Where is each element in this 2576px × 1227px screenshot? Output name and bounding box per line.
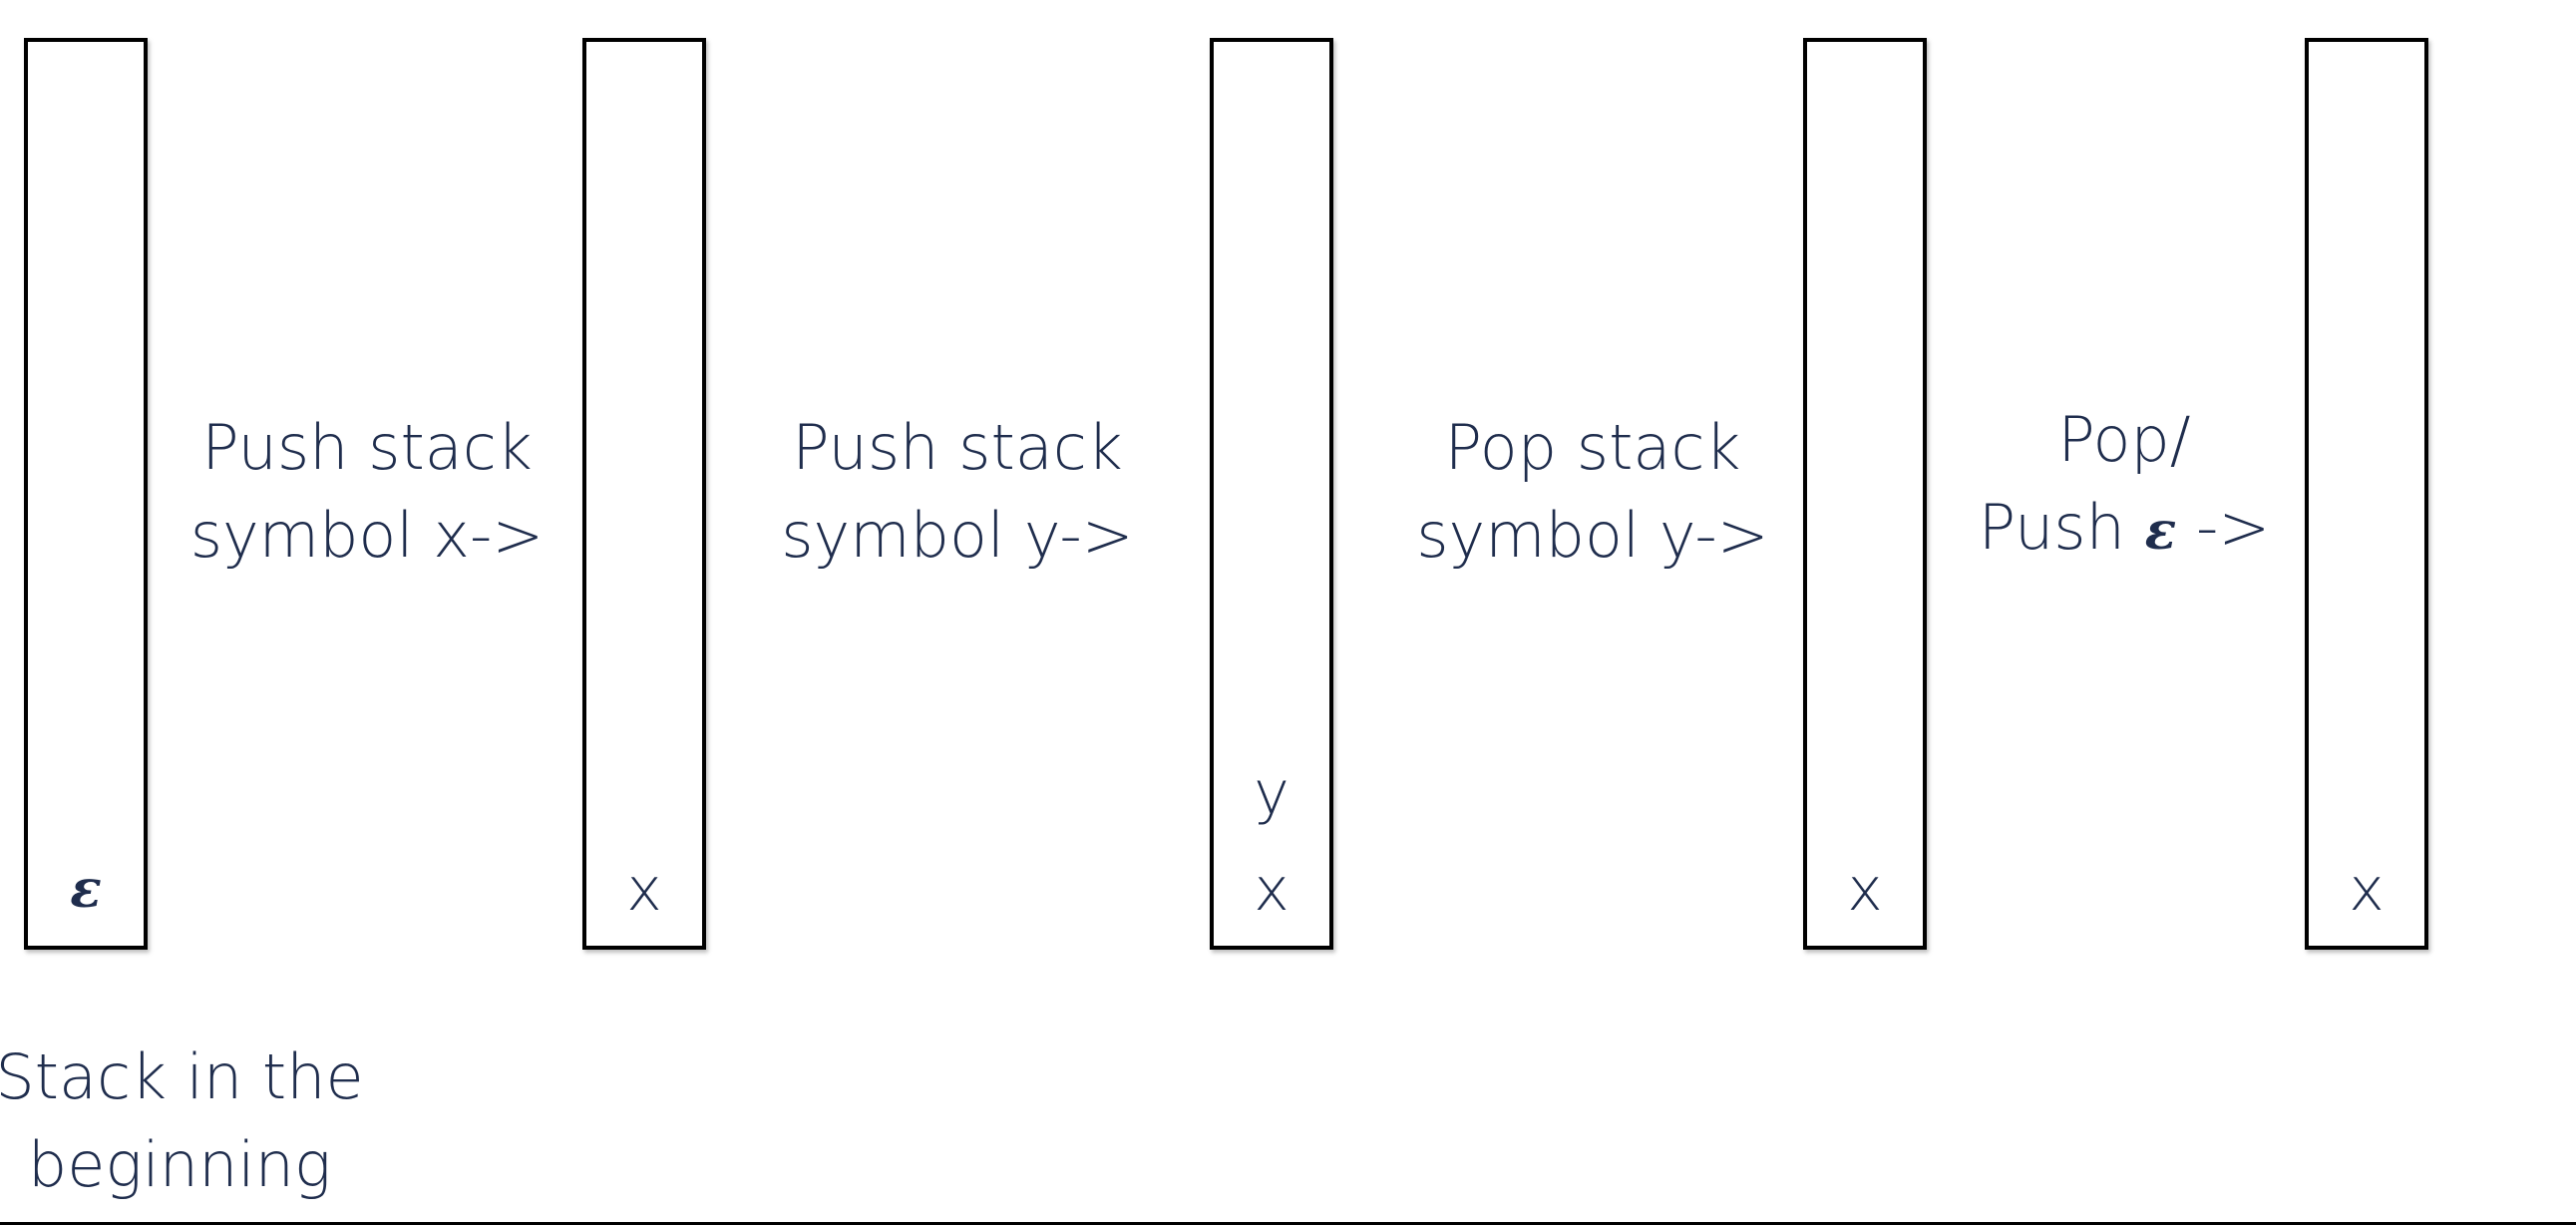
stack-symbol-x: x xyxy=(1847,855,1883,925)
stack-symbol-epsilon: ε xyxy=(70,859,102,920)
label-line: symbol y-> xyxy=(781,499,1134,572)
stack-symbol-x: x xyxy=(1254,855,1289,925)
label-line: symbol x-> xyxy=(189,499,545,572)
bottom-divider xyxy=(0,1222,2576,1225)
label-line: Pop stack xyxy=(1444,411,1741,484)
transition-label-pop-y: Pop stack symbol y-> xyxy=(1408,404,1777,580)
stack-after-push-y: y x xyxy=(1210,38,1333,950)
caption-initial-stack: Stack in the beginning xyxy=(0,1033,379,1209)
stack-after-pop-y: x xyxy=(1803,38,1927,950)
label-line: Push stack xyxy=(201,411,533,484)
stack-symbol-y: y xyxy=(1254,758,1289,828)
label-line: Push stack xyxy=(792,411,1123,484)
transition-label-push-y: Push stack symbol y-> xyxy=(778,404,1137,580)
caption-line: Stack in the xyxy=(0,1040,364,1113)
label-text: Push xyxy=(1978,491,2125,564)
label-line: Push ε -> xyxy=(1955,484,2294,576)
stack-initial: ε xyxy=(24,38,148,950)
label-line: Pop/ xyxy=(2057,403,2191,476)
label-line: symbol y-> xyxy=(1416,499,1769,572)
stack-after-push-x: x xyxy=(582,38,706,950)
caption-line: beginning xyxy=(27,1128,332,1201)
stack-symbol-x: x xyxy=(2349,855,2385,925)
transition-label-pop-push-epsilon: Pop/ Push ε -> xyxy=(1955,396,2294,576)
transition-label-push-x: Push stack symbol x-> xyxy=(187,404,547,580)
stack-symbol-x: x xyxy=(626,855,662,925)
stack-after-pop-push-epsilon: x xyxy=(2305,38,2428,950)
label-text: -> xyxy=(2195,491,2271,564)
epsilon-symbol: ε xyxy=(2144,501,2177,562)
